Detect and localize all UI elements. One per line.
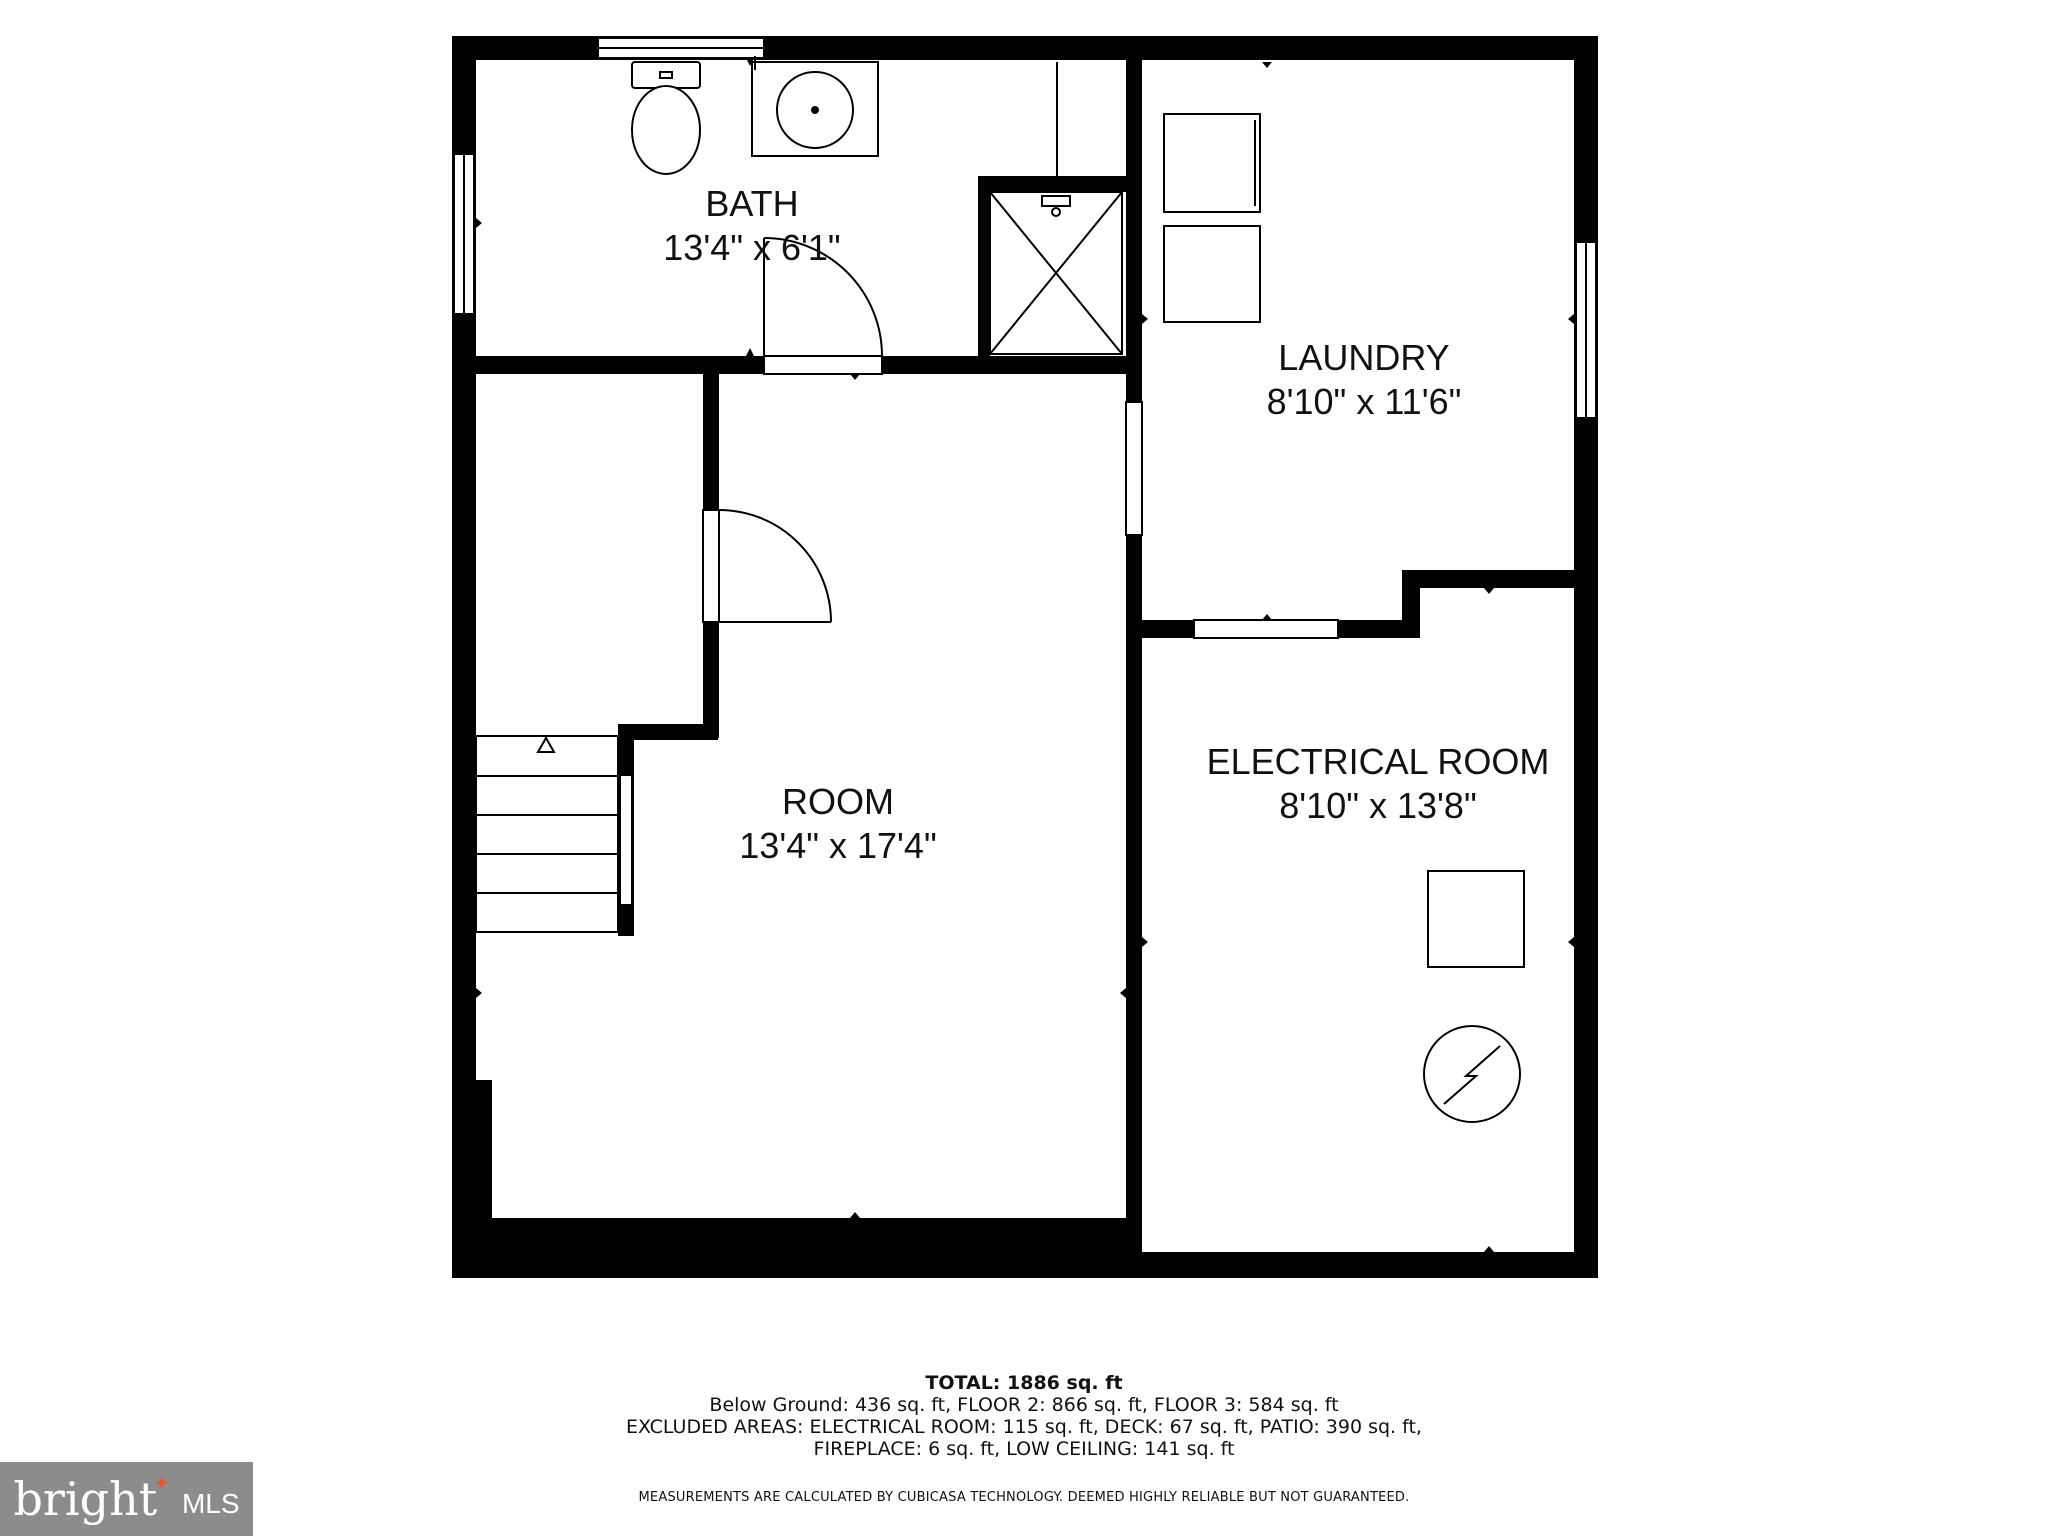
room-dims-room: 13'4" x 17'4" [739,825,936,866]
window-stair [619,774,633,906]
dimension-markers [476,58,1574,1252]
stairs [475,735,619,933]
room-label-room: ROOM [782,781,894,822]
door-closet-swing [718,509,832,623]
wall-divider-a [1142,620,1194,638]
total-area: TOTAL: 1886 sq. ft [925,1372,1123,1394]
bright-mls-logo: bright ✦ MLS [0,1462,253,1536]
area-breakdown-floors: Below Ground: 436 sq. ft, FLOOR 2: 866 s… [709,1394,1339,1416]
wall-bottom-electrical [1128,1252,1598,1278]
area-breakdown-excluded-cont: FIREPLACE: 6 sq. ft, LOW CEILING: 141 sq… [813,1438,1235,1460]
wall-left-thick [452,1080,492,1278]
door-closet-opening [702,509,720,623]
dryer [1163,113,1261,213]
wall-divider-d [1402,570,1598,588]
doors [702,237,1339,639]
laundry-appliances [1163,113,1261,323]
door-bath-opening [763,355,883,375]
room-dims-electrical: 8'10" x 13'8" [1279,785,1476,826]
electrical-fixtures [1423,870,1525,1123]
stairs-up-arrow-icon [536,735,556,753]
wall-shower-left [978,176,990,356]
room-dims-laundry: 8'10" x 11'6" [1267,381,1462,422]
room-label-laundry: LAUNDRY [1278,337,1449,378]
wall-divider-b [1338,620,1420,638]
washer [1163,225,1261,323]
room-label-electrical: ELECTRICAL ROOM [1207,741,1550,782]
bath-fixtures [631,56,1123,355]
door-bath-swing [763,237,883,357]
logo-brand: bright [13,1472,158,1526]
wall-closet-step [618,724,718,740]
logo-spark-icon: ✦ [153,1472,170,1495]
wall-shower-top [978,176,1128,192]
logo-mls: MLS [181,1488,240,1519]
opening-laundry-electrical [1193,619,1339,639]
area-summary: TOTAL: 1886 sq. ft Below Ground: 436 sq.… [0,1372,2048,1460]
toilet-bowl [631,85,701,175]
electrical-panel [1427,870,1525,968]
room-dims-bath: 13'4" x 6'1" [663,227,840,268]
area-breakdown-excluded: EXCLUDED AREAS: ELECTRICAL ROOM: 115 sq.… [626,1416,1422,1438]
windows [453,37,1597,906]
wall-middle-lower [1126,535,1142,1278]
opening-room-laundry [1125,401,1143,536]
room-label-bath: BATH [705,183,798,224]
wall-bottom-room [452,1218,1128,1278]
wall-right [1574,36,1598,1278]
measurement-disclaimer: MEASUREMENTS ARE CALCULATED BY CUBICASA … [638,1490,1410,1505]
wall-middle-upper [1126,36,1142,402]
